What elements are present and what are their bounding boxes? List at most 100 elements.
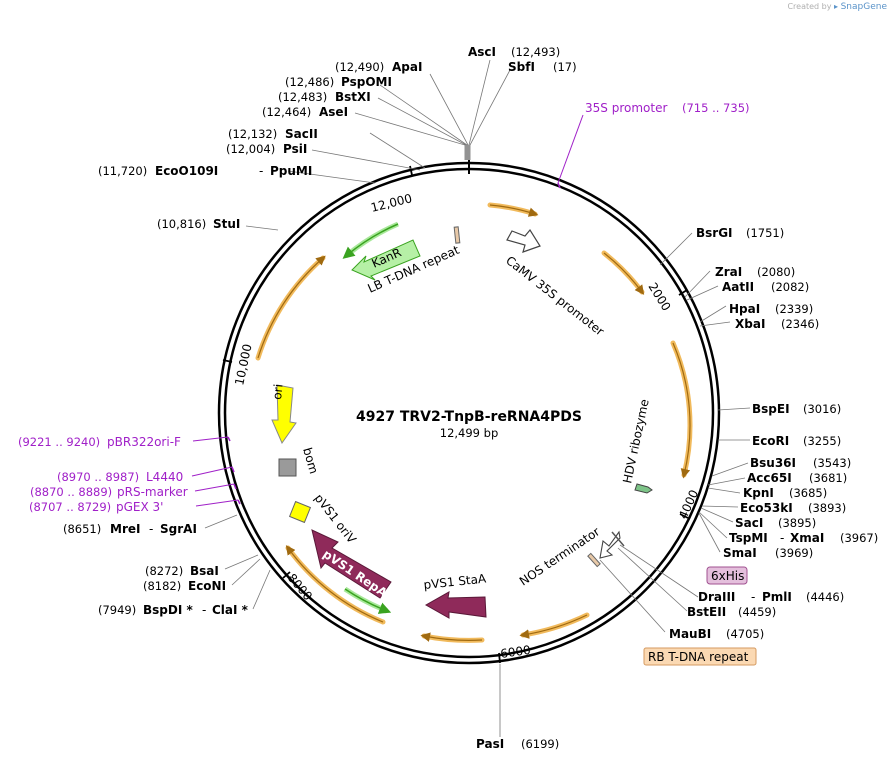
nos-terminator-arrow	[599, 530, 621, 559]
enzyme-aatii-pos: (2082)	[771, 280, 809, 294]
enzyme-aatii[interactable]: AatII	[722, 280, 754, 294]
enzyme-bstxi-pos: (12,483)	[278, 90, 327, 104]
tick-2000: 2000	[645, 280, 673, 313]
kanr-arrow	[351, 239, 421, 281]
primer-l4440-name[interactable]: L4440	[146, 470, 183, 484]
primer-markers	[227, 182, 561, 505]
enzyme-smai-pos: (3969)	[775, 546, 813, 560]
enzyme-mrei-sep: -	[149, 522, 153, 536]
lb-repeat-marker	[453, 226, 461, 244]
pvs1-staa-label: pVS1 StaA	[423, 571, 488, 592]
enzyme-bspei-pos: (3016)	[803, 402, 841, 416]
enzyme-econi[interactable]: EcoNI	[188, 579, 226, 593]
enzyme-mrei-pos: (8651)	[63, 522, 101, 536]
enzyme-sbfi-pos: (17)	[553, 60, 577, 74]
enzyme-clai[interactable]: ClaI *	[212, 603, 249, 617]
primer-35s-range: (715 .. 735)	[682, 101, 750, 115]
enzyme-draiii-pos: (4446)	[806, 590, 844, 604]
his-marker	[611, 531, 625, 547]
enzyme-bsai[interactable]: BsaI	[190, 564, 219, 578]
hdv-ribozyme-arrow	[634, 483, 653, 494]
enzyme-zrai-pos: (2080)	[757, 265, 795, 279]
primer-l4440-range: (8970 .. 8987)	[57, 470, 139, 484]
plasmid-name: 4927 TRV2-TnpB-reRNA4PDS	[356, 409, 582, 425]
enzyme-bspdi-sep: -	[202, 603, 206, 617]
tick-10000: 10,000	[232, 343, 254, 387]
enzyme-bsu36i-pos: (3543)	[813, 456, 851, 470]
enzyme-xmai[interactable]: XmaI	[790, 531, 824, 545]
enzyme-tspmi-pos: (3967)	[840, 531, 878, 545]
enzyme-acc65i[interactable]: Acc65I	[747, 471, 792, 485]
enzyme-draiii[interactable]: DraIII	[698, 590, 735, 604]
enzyme-xbai[interactable]: XbaI	[735, 317, 765, 331]
enzyme-ecori-pos: (3255)	[803, 434, 841, 448]
enzyme-apai-pos: (12,490)	[335, 60, 384, 74]
his-tag-label: 6xHis	[711, 569, 744, 583]
enzyme-draiii-sep: -	[751, 590, 755, 604]
enzyme-sgrai[interactable]: SgrAI	[160, 522, 197, 536]
enzyme-zrai[interactable]: ZraI	[715, 265, 742, 279]
enzyme-ecori[interactable]: EcoRI	[752, 434, 789, 448]
primer-prs-range: (8870 .. 8889)	[30, 485, 112, 499]
enzyme-kpni-pos: (3685)	[789, 486, 827, 500]
enzyme-bspdi[interactable]: BspDI *	[143, 603, 193, 617]
primer-35s-name[interactable]: 35S promoter	[585, 101, 667, 115]
kanr-orf-arrow	[342, 223, 399, 259]
tick-marks	[222, 165, 689, 664]
enzyme-eco0109i[interactable]: EcoO109I	[155, 164, 218, 178]
enzyme-bsteii[interactable]: BstEII	[687, 605, 726, 619]
enzyme-maubi[interactable]: MauBI	[669, 627, 711, 641]
enzyme-xbai-pos: (2346)	[781, 317, 819, 331]
snapgene-brand: Created by ▸ SnapGene	[787, 2, 887, 12]
enzyme-hpai[interactable]: HpaI	[729, 302, 760, 316]
enzyme-bstxi[interactable]: BstXI	[335, 90, 371, 104]
primer-prs-name[interactable]: pRS-marker	[117, 485, 188, 499]
primer-pgex-range: (8707 .. 8729)	[29, 500, 111, 514]
enzyme-smai[interactable]: SmaI	[723, 546, 757, 560]
enzyme-saci[interactable]: SacI	[735, 516, 763, 530]
enzyme-bspei[interactable]: BspEI	[752, 402, 790, 416]
enzyme-psti[interactable]: PsiI	[283, 142, 307, 156]
enzyme-leader-lines	[204, 59, 751, 737]
enzyme-pasi-pos: (6199)	[521, 737, 559, 751]
primer-leader-lines	[191, 114, 584, 507]
enzyme-pmli[interactable]: PmlI	[762, 590, 792, 604]
ori-arrow	[271, 384, 297, 445]
enzyme-sacii[interactable]: SacII	[285, 127, 318, 141]
enzyme-hpai-pos: (2339)	[775, 302, 813, 316]
enzyme-asei[interactable]: AseI	[319, 105, 348, 119]
enzyme-mrei[interactable]: MreI	[110, 522, 140, 536]
ori-label: ori	[270, 383, 286, 400]
primer-pgex-name[interactable]: pGEX 3'	[116, 500, 163, 514]
enzyme-bsteii-pos: (4459)	[738, 605, 776, 619]
enzyme-econi-pos: (8182)	[143, 579, 181, 593]
enzyme-psti-pos: (12,004)	[226, 142, 275, 156]
his-tag-box	[706, 566, 748, 585]
enzyme-sacii-pos: (12,132)	[228, 127, 277, 141]
enzyme-asci[interactable]: AscI	[468, 45, 496, 59]
enzyme-eco53ki[interactable]: Eco53kI	[740, 501, 793, 515]
enzyme-ppumi[interactable]: PpuMI	[270, 164, 312, 178]
enzyme-pasi[interactable]: PasI	[476, 737, 504, 751]
repa-orf-arrow	[344, 588, 392, 614]
enzyme-bspdi-pos: (7949)	[98, 603, 136, 617]
rb-repeat-label: RB T-DNA repeat	[648, 650, 749, 664]
enzyme-tspmi[interactable]: TspMI	[729, 531, 768, 545]
enzyme-bsrgi[interactable]: BsrGI	[696, 226, 733, 240]
primer-pbr-name[interactable]: pBR322ori-F	[107, 435, 181, 449]
bom-marker	[278, 458, 297, 477]
enzyme-eco0109i-sep: -	[259, 164, 263, 178]
enzyme-kpni[interactable]: KpnI	[743, 486, 774, 500]
enzyme-bsu36i[interactable]: Bsu36I	[750, 456, 796, 470]
enzyme-apai[interactable]: ApaI	[392, 60, 422, 74]
enzyme-pspomi[interactable]: PspOMI	[341, 75, 392, 89]
enzyme-bsai-pos: (8272)	[145, 564, 183, 578]
enzyme-sbfi[interactable]: SbfI	[508, 60, 535, 74]
enzyme-pspomi-pos: (12,486)	[285, 75, 334, 89]
enzyme-stui[interactable]: StuI	[213, 217, 240, 231]
pvs1-oriv-marker	[288, 500, 312, 524]
camv-promoter-arrow	[506, 228, 541, 253]
enzyme-saci-pos: (3895)	[778, 516, 816, 530]
enzyme-eco53ki-pos: (3893)	[808, 501, 846, 515]
